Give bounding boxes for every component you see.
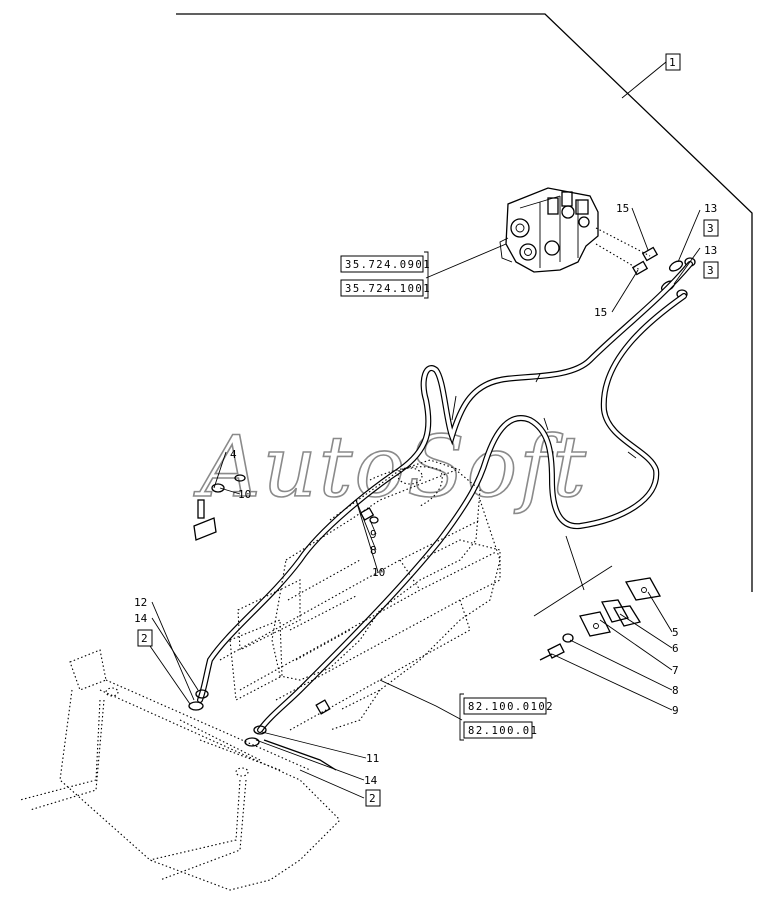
- reference-r2-text: 35.724.1001: [345, 283, 431, 295]
- callout-3b: 3: [703, 261, 719, 279]
- reference-bracket-top: [424, 251, 429, 299]
- label-15-bottom: 15: [594, 306, 607, 319]
- reference-box-r4: 82.100.01: [463, 721, 538, 739]
- label-13-bottom: 13: [704, 244, 717, 257]
- label-10-mid: 10: [372, 566, 385, 579]
- hose-end-fittings: [188, 689, 337, 771]
- loader-arms: [219, 519, 501, 731]
- callout-2b: 2: [365, 789, 381, 807]
- bracket-parts-left: [193, 474, 379, 541]
- clamp-parts-5-9: [539, 577, 662, 661]
- hydraulic-hoses: [197, 261, 693, 733]
- control-valve: [499, 187, 651, 273]
- callout-2a-text: 2: [141, 632, 148, 645]
- reference-r3-text: 82.100.0102: [468, 701, 554, 713]
- reference-r1-text: 35.724.0901: [345, 259, 431, 271]
- bucket-fork: [19, 649, 341, 891]
- leader-lines: [149, 61, 701, 799]
- label-13-top: 13: [704, 202, 717, 215]
- label-6: 6: [672, 642, 679, 655]
- tractor-chassis: [229, 459, 501, 731]
- callout-2b-text: 2: [369, 792, 376, 805]
- callout-1-text: 1: [669, 56, 676, 69]
- callout-3a-text: 3: [707, 222, 714, 235]
- callout-3b-text: 3: [707, 264, 714, 277]
- label-15-top: 15: [616, 202, 629, 215]
- reference-r4-text: 82.100.01: [468, 725, 538, 737]
- label-9-right: 9: [672, 704, 679, 717]
- reference-box-r2: 35.724.1001: [340, 279, 431, 297]
- callout-3a: 3: [703, 219, 719, 237]
- label-14-left: 14: [134, 612, 148, 625]
- label-10-top: 10: [238, 488, 251, 501]
- reference-box-r1: 35.724.0901: [340, 255, 431, 273]
- frame-lines: [176, 13, 753, 592]
- label-8-mid: 8: [370, 544, 377, 557]
- label-5: 5: [672, 626, 679, 639]
- reference-box-r3: 82.100.0102: [463, 697, 554, 715]
- label-11: 11: [366, 752, 379, 765]
- reference-bracket-bottom: [459, 693, 464, 741]
- label-8-right: 8: [672, 684, 679, 697]
- label-7: 7: [672, 664, 679, 677]
- callout-1: 1: [665, 53, 681, 71]
- label-14-bottom: 14: [364, 774, 378, 787]
- callout-2a: 2: [137, 629, 153, 647]
- label-12: 12: [134, 596, 147, 609]
- watermark-text: AutoSoft: [193, 418, 588, 516]
- label-4: 4: [230, 448, 237, 461]
- label-9-mid: 9: [370, 528, 377, 541]
